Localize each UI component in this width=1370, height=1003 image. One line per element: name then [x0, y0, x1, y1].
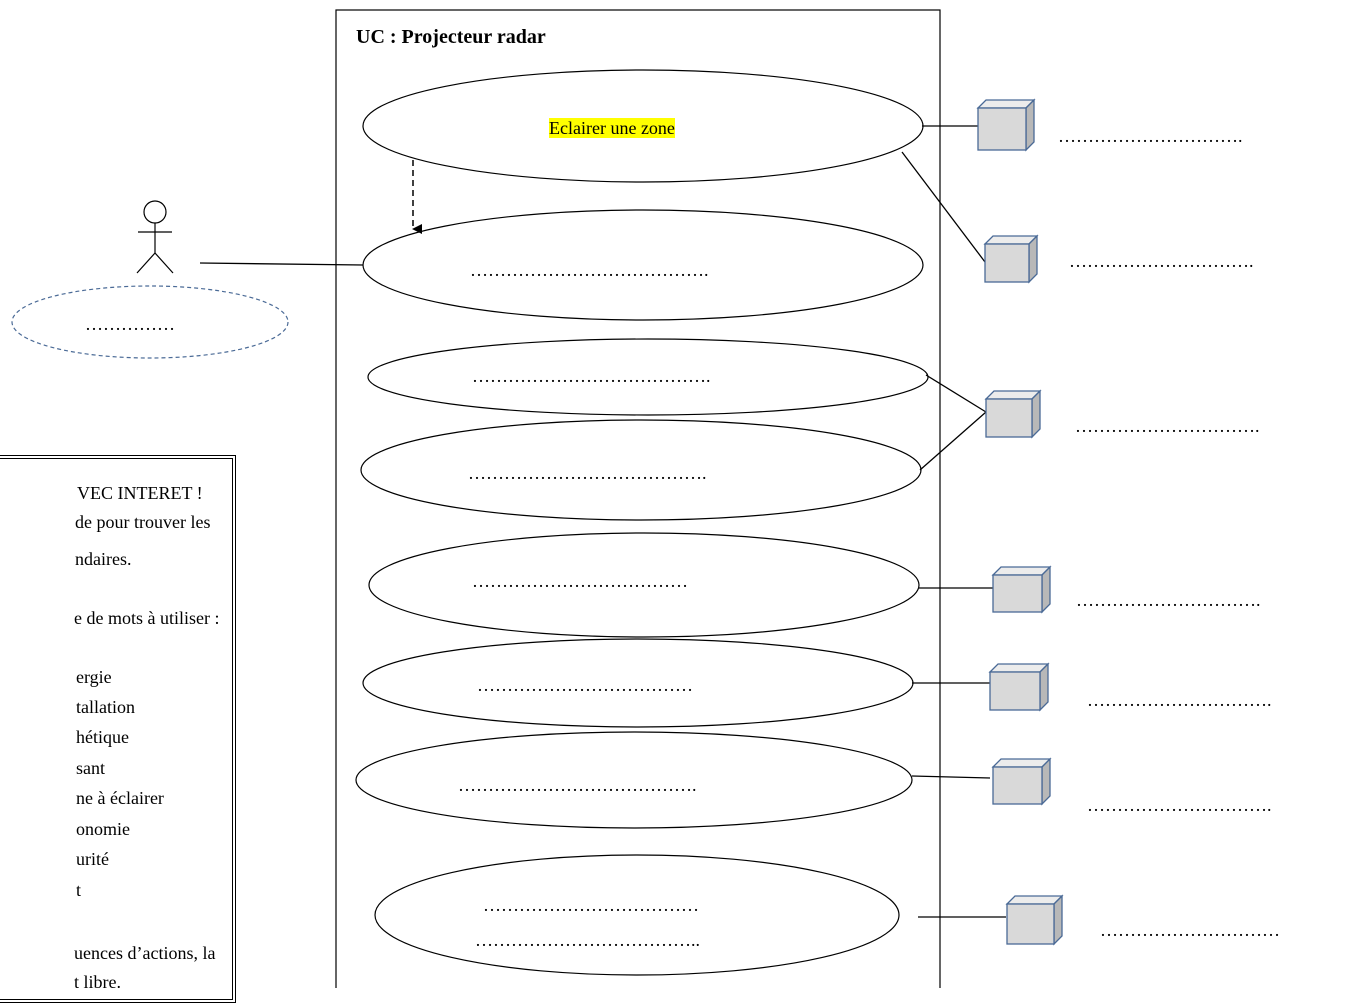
external-actor-cube-3	[984, 389, 1042, 439]
use-case-ellipse-4	[360, 419, 922, 521]
use-case-label-2: ………………………………….	[470, 260, 709, 280]
note-line-13: urité	[76, 849, 109, 869]
use-case-label-5: ………………………………	[472, 571, 688, 591]
actor-role-ellipse	[11, 285, 289, 359]
note-line-1: VEC INTERET !	[77, 483, 203, 503]
use-case-label-8b: ………………………………..	[475, 930, 700, 950]
note-line-2: de pour trouver les	[75, 512, 211, 532]
external-actor-label-6: ………………………….	[1087, 795, 1272, 815]
external-actor-cube-6	[991, 757, 1052, 806]
note-line-10: sant	[76, 758, 105, 778]
use-case-ellipse-8	[374, 854, 900, 976]
external-actor-label-4: ………………………….	[1076, 590, 1261, 610]
note-line-16: uences d’actions, la	[74, 943, 216, 963]
use-case-ellipse-3	[367, 338, 929, 416]
association-lines	[199, 125, 1006, 918]
note-line-3: ndaires.	[75, 549, 132, 569]
use-case-label-1: Eclairer une zone	[549, 118, 675, 138]
external-actor-label-1: ………………………….	[1058, 126, 1243, 146]
actor-icon	[136, 200, 174, 274]
note-line-17: t libre.	[74, 972, 121, 992]
use-case-ellipse-5	[368, 532, 920, 638]
system-boundary	[335, 9, 941, 988]
use-case-label-3: ………………………………….	[472, 366, 711, 386]
actor-role-label: ……………	[85, 314, 175, 334]
instruction-note: VEC INTERET ! de pour trouver les ndaire…	[0, 455, 236, 1003]
note-line-9: hétique	[76, 727, 129, 747]
external-actor-cube-7	[1005, 894, 1064, 946]
note-line-5: e de mots à utiliser :	[74, 608, 220, 628]
use-case-label-4: ………………………………….	[468, 463, 707, 483]
note-line-8: tallation	[76, 697, 135, 717]
use-case-label-8a: ………………………………	[483, 895, 699, 915]
use-case-label-7: ………………………………….	[458, 775, 697, 795]
note-line-11: ne à éclairer	[76, 788, 164, 808]
external-actor-label-7: …………………………	[1100, 920, 1280, 940]
external-actor-cube-2	[983, 234, 1039, 284]
note-line-14: t	[76, 880, 82, 900]
external-actor-cube-1	[976, 98, 1036, 152]
note-line-12: onomie	[76, 819, 130, 839]
external-actor-cube-4	[991, 565, 1052, 614]
external-actor-cube-5	[988, 662, 1050, 712]
use-case-ellipse-7	[355, 731, 913, 829]
external-actor-label-2: ………………………….	[1069, 251, 1254, 271]
use-case-label-6: ………………………………	[477, 675, 693, 695]
external-actor-label-5: ………………………….	[1087, 690, 1272, 710]
external-actor-label-3: ………………………….	[1075, 416, 1260, 436]
system-title: UC : Projecteur radar	[356, 26, 546, 48]
note-line-7: ergie	[76, 667, 112, 687]
